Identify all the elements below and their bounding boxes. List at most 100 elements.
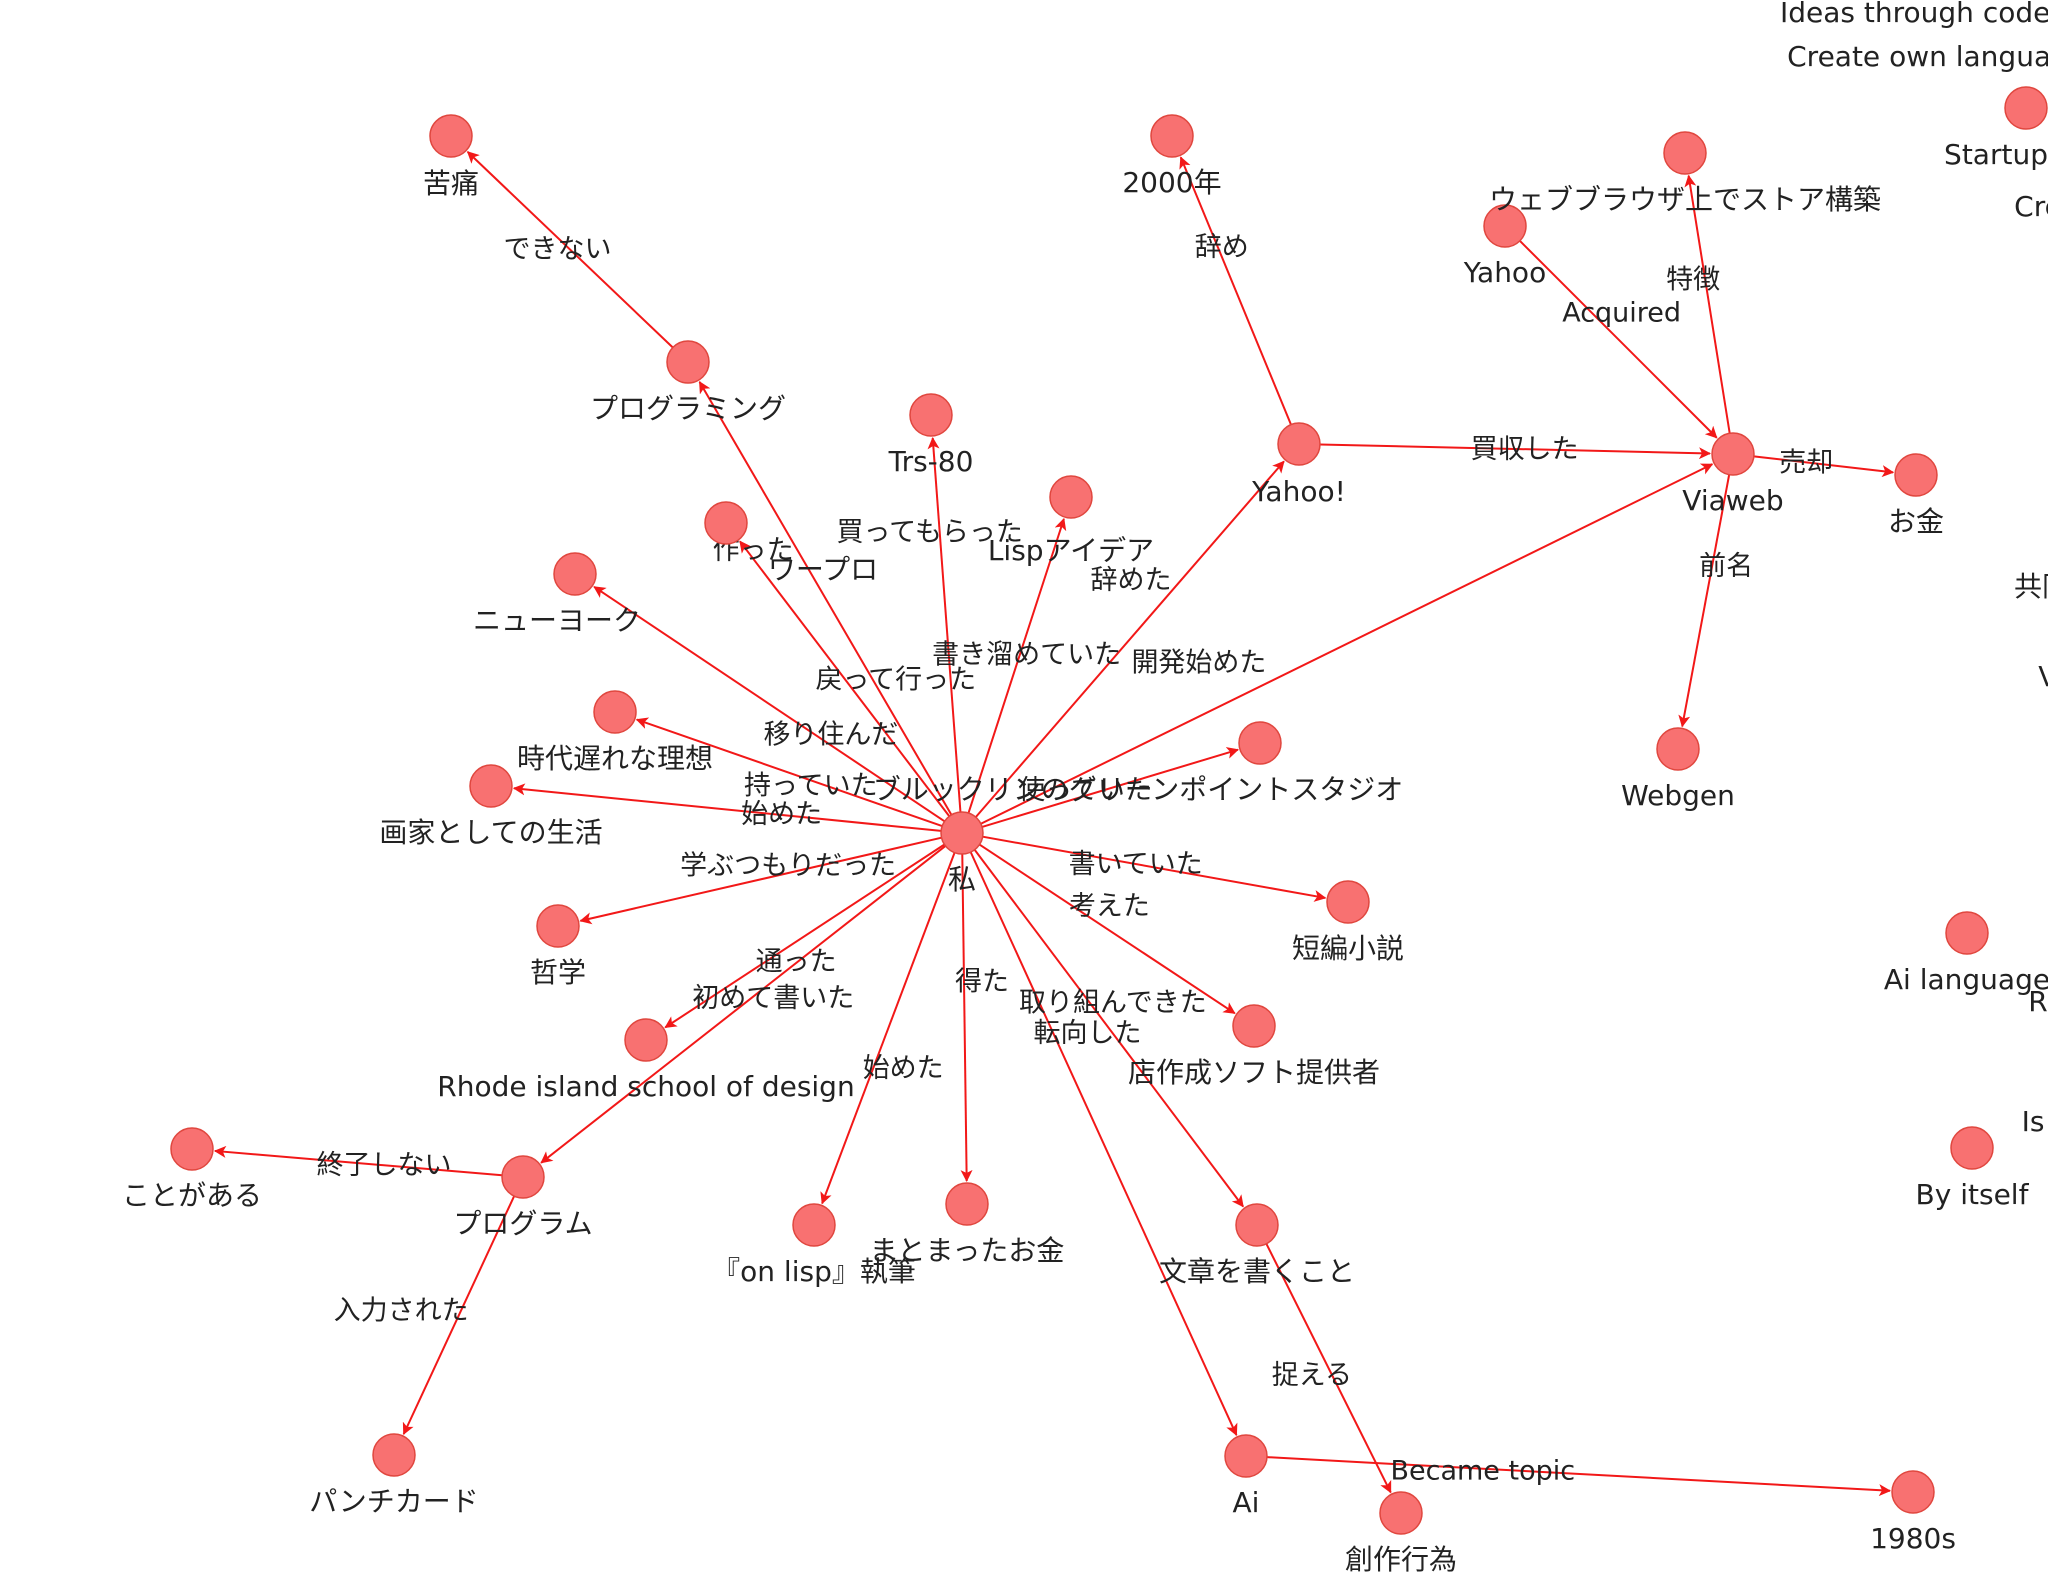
edge-label: 始めた [741, 799, 822, 830]
edge-bunsho-to-sousaku [1265, 1243, 1392, 1494]
edge-label: 辞めた [1091, 565, 1172, 596]
edge-program-to-punch [402, 1195, 516, 1436]
edge-label: 開発始めた [1131, 647, 1266, 678]
edge-label: 入力された [334, 1295, 469, 1326]
graph-node-sousaku[interactable] [1379, 1491, 1423, 1535]
graph-node-newyork[interactable] [553, 552, 597, 596]
node-label-brooklyn: ブルックリンのグリーンポイントスタジオ [873, 773, 1404, 806]
edge-label: 考えた [1069, 891, 1150, 922]
edge-viaweb-to-webbrowser [1684, 174, 1731, 434]
node-label-programming: プログラミング [590, 392, 786, 425]
graph-node-onlisp[interactable] [792, 1203, 836, 1247]
node-label-by_itself: By itself [1916, 1178, 2030, 1211]
graph-node-ai_lang[interactable] [1945, 911, 1989, 955]
graph-node-viaweb[interactable] [1711, 432, 1755, 476]
edge-label: 売却 [1779, 447, 1833, 478]
node-label-y2000: 2000年 [1122, 166, 1221, 199]
edge-label: 前名 [1699, 551, 1753, 582]
graph-node-webbrowser[interactable] [1663, 131, 1707, 175]
graph-node-punch[interactable] [372, 1433, 416, 1477]
graph-node-by_itself[interactable] [1950, 1126, 1994, 1170]
graph-node-lisp_idea[interactable] [1049, 475, 1093, 519]
graph-node-y2000[interactable] [1150, 114, 1194, 158]
node-label-layer: 苦痛プログラミング2000年Yahoo!Trs-80Lispアイデアワープロニュ… [122, 0, 2048, 1576]
graph-node-startup[interactable] [2004, 86, 2048, 130]
edge-label: 買収した [1471, 434, 1579, 465]
edge-watashi-to-tetsugaku [579, 836, 942, 925]
graph-node-s1980[interactable] [1891, 1470, 1935, 1514]
node-label-cre: Cre [2014, 190, 2048, 223]
edge-label: 辞め [1195, 232, 1249, 263]
edge-watashi-to-lisp_idea [967, 517, 1067, 814]
graph-node-ai[interactable] [1224, 1434, 1268, 1478]
edge-label: 書いていた [1069, 849, 1203, 880]
graph-node-tetsugaku[interactable] [536, 904, 580, 948]
edge-label: 捉える [1272, 1360, 1352, 1391]
graph-node-koto[interactable] [170, 1127, 214, 1171]
node-label-via2: Via [2038, 660, 2048, 693]
edge-label: 取り組んできた [1019, 987, 1207, 1018]
node-label-r_cut: R [2028, 985, 2047, 1018]
edge-label: 買ってもらった [837, 517, 1023, 548]
node-label-kutsuu: 苦痛 [423, 167, 479, 200]
edge-watashi-to-newyork [593, 585, 946, 823]
edge-label: 通った [756, 946, 837, 977]
edge-label: 初めて書いた [692, 983, 854, 1014]
edge-label-layer: できない辞め買収したAcquired特徴売却前名作った買ってもらった書き溜めてい… [316, 232, 1833, 1487]
node-label-risd: Rhode island school of design [437, 1070, 854, 1103]
graph-node-webgen[interactable] [1656, 727, 1700, 771]
node-label-mise: 店作成ソフト提供者 [1128, 1056, 1380, 1089]
node-label-s1980: 1980s [1870, 1522, 1956, 1555]
edge-yahoo_bang-to-y2000 [1179, 156, 1292, 425]
graph-node-bunsho[interactable] [1235, 1203, 1279, 1247]
graph-node-wapuro[interactable] [704, 501, 748, 545]
graph-node-matomatta[interactable] [945, 1182, 989, 1226]
edge-watashi-to-mise [978, 843, 1236, 1015]
node-label-jidai: 時代遅れな理想 [517, 742, 713, 775]
graph-node-gaka[interactable] [469, 764, 513, 808]
node-label-newyork: ニューヨーク [473, 604, 641, 637]
graph-node-program[interactable] [501, 1155, 545, 1199]
edge-label: 特徴 [1666, 264, 1720, 295]
edge-watashi-to-viaweb [980, 463, 1714, 825]
edge-layer [213, 151, 1895, 1497]
graph-node-kutsuu[interactable] [429, 114, 473, 158]
graph-node-programming[interactable] [666, 340, 710, 384]
graph-node-watashi[interactable] [940, 811, 984, 855]
edge-watashi-to-risd [664, 843, 945, 1029]
edge-watashi-to-brooklyn [981, 747, 1239, 828]
edge-label: 得た [955, 966, 1009, 997]
graph-node-yahoo[interactable] [1483, 204, 1527, 248]
edge-label: 使っていた [1018, 775, 1152, 806]
node-label-punch: パンチカード [309, 1485, 478, 1518]
edge-watashi-to-trs80 [927, 436, 962, 813]
node-label-tetsugaku: 哲学 [530, 956, 586, 989]
edge-viaweb-to-webgen [1678, 474, 1731, 728]
edge-watashi-to-yahoo_bang [974, 460, 1285, 818]
graph-node-yahoo_bang[interactable] [1277, 422, 1321, 466]
edge-yahoo_bang-to-viaweb [1319, 443, 1712, 460]
graph-node-brooklyn[interactable] [1238, 721, 1282, 765]
node-label-trs80: Trs-80 [888, 445, 974, 478]
edge-yahoo-to-viaweb [1519, 240, 1718, 439]
node-label-bunsho: 文章を書くこと [1159, 1255, 1355, 1288]
edge-program-to-koto [213, 1145, 503, 1177]
edge-watashi-to-matomatta [960, 853, 973, 1183]
graph-node-risd[interactable] [624, 1018, 668, 1062]
graph-node-tanpen[interactable] [1326, 880, 1370, 924]
node-label-tanpen: 短編小説 [1292, 932, 1404, 965]
edge-viaweb-to-okane [1753, 455, 1895, 478]
graph-node-trs80[interactable] [909, 393, 953, 437]
graph-node-jidai[interactable] [593, 690, 637, 734]
edge-ai-to-s1980 [1266, 1456, 1892, 1497]
node-label-onlisp: 『on lisp』執筆 [712, 1255, 916, 1288]
edge-label: 学ぶつもりだった [680, 851, 896, 882]
edge-label: Became topic [1390, 1455, 1575, 1486]
graph-node-okane[interactable] [1894, 453, 1938, 497]
edge-label: 書き溜めていた [932, 639, 1121, 670]
node-label-matomatta: まとまったお金 [870, 1234, 1065, 1267]
edge-label: 転向した [1034, 1018, 1142, 1049]
graph-node-mise[interactable] [1232, 1004, 1276, 1048]
edge-watashi-to-tanpen [982, 835, 1327, 902]
